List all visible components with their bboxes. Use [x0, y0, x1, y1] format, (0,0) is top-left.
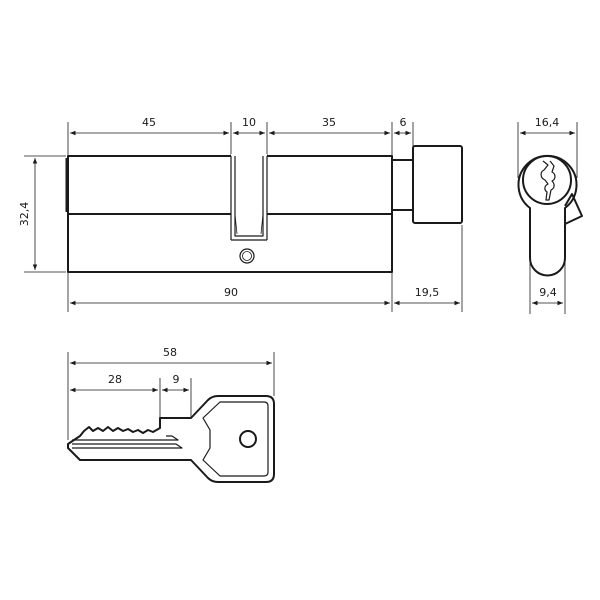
dim-height: 32,4 [18, 202, 31, 227]
knob-shaft [391, 159, 414, 211]
thumb-knob [412, 145, 463, 224]
cam [230, 154, 268, 241]
key-outline [67, 395, 275, 483]
dim-total-length: 90 [224, 286, 238, 299]
dim-right-length: 35 [322, 116, 336, 129]
dim-shoulder-length: 9 [173, 373, 180, 386]
cylinder-end-view: 16,4 9,4 [517, 116, 583, 314]
dim-key-total-length: 58 [163, 346, 177, 359]
key-view: 58 28 9 [67, 346, 275, 483]
plug-circle [522, 155, 572, 205]
key-hole [239, 430, 257, 448]
dim-knob-length: 19,5 [415, 286, 440, 299]
dim-blade-length: 28 [108, 373, 122, 386]
dim-top-width: 16,4 [535, 116, 560, 129]
screw-hole [239, 248, 255, 264]
dim-left-length: 45 [142, 116, 156, 129]
keyway [540, 160, 556, 201]
cylinder-front-view: 45 10 35 6 32,4 90 19,5 [18, 116, 463, 312]
dim-bottom-width: 9,4 [539, 286, 557, 299]
cylinder-profile [517, 154, 578, 277]
dim-knob-gap: 6 [400, 116, 407, 129]
dim-cam-width: 10 [242, 116, 256, 129]
